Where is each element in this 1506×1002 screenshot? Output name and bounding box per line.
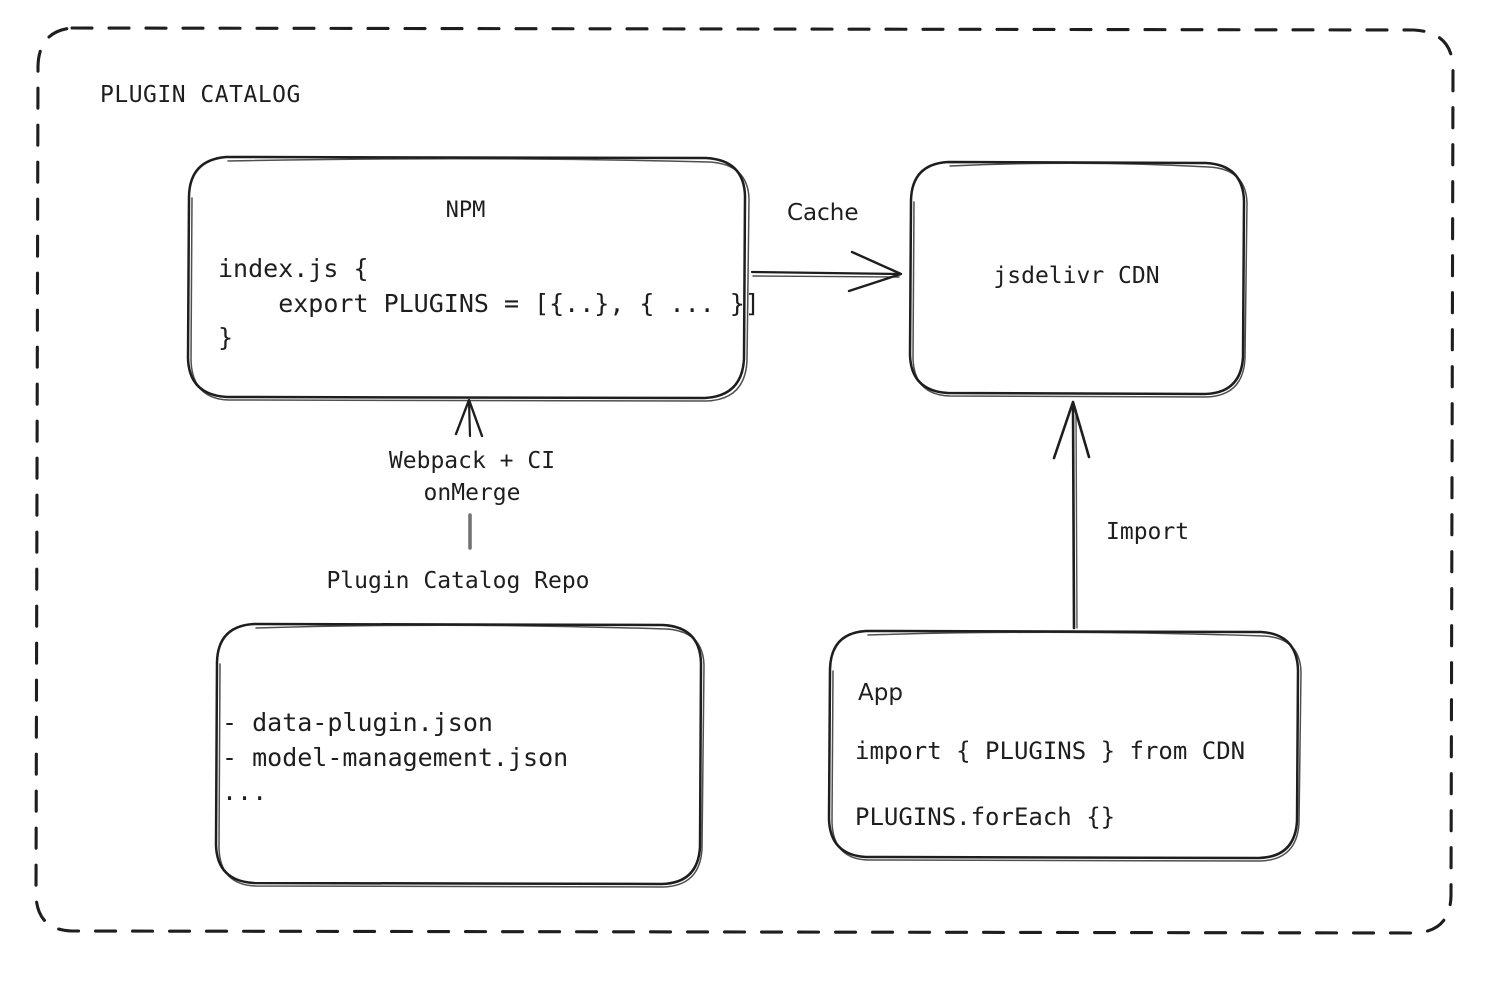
edge-npm-to-cdn-arrowhead: [847, 250, 903, 293]
repo-node-caption: Plugin Catalog Repo: [326, 568, 590, 594]
edge-npm-to-cdn-line: [750, 270, 902, 276]
npm-node-title: NPM: [445, 198, 486, 223]
cdn-node-label: jsdelivr CDN: [993, 263, 1160, 289]
edge-label-import: Import: [1106, 519, 1190, 545]
npm-node-code: index.js { export PLUGINS = [{..}, { ...…: [218, 254, 760, 352]
repo-node-file-list: - data-plugin.json - model-management.js…: [222, 708, 569, 806]
edge-label-webpack-ci: Webpack + CI onMerge: [388, 448, 556, 506]
edge-app-to-cdn-line: [1071, 402, 1076, 630]
edge-repo-to-npm-arrowhead: [454, 398, 484, 438]
edge-repo-to-npm-line: [467, 399, 472, 438]
edge-app-to-cdn-arrowhead: [1052, 400, 1091, 460]
container-title: PLUGIN CATALOG: [100, 82, 301, 108]
edge-npm-to-cdn-line-2: [752, 275, 900, 278]
edge-label-cache: Cache: [787, 200, 859, 226]
app-node-code: import { PLUGINS } from CDN PLUGINS.forE…: [855, 737, 1246, 832]
app-node-title: App: [858, 680, 903, 706]
edge-app-to-cdn-line-2: [1075, 409, 1078, 629]
